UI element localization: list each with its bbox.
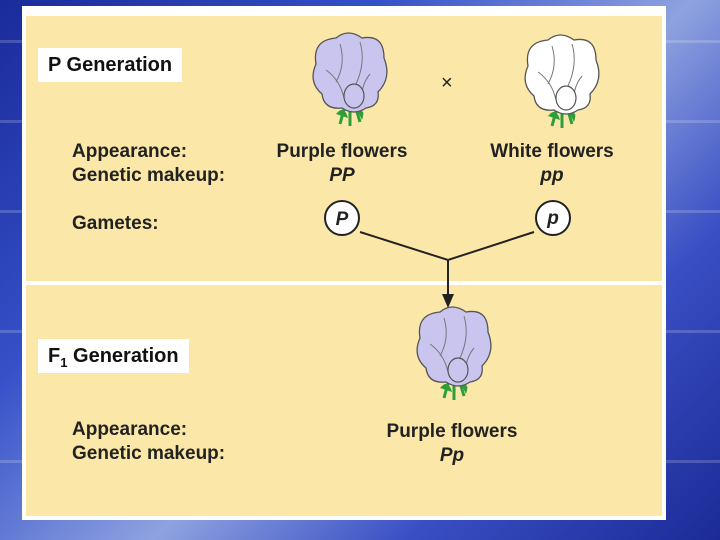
gamete-p-circle [324, 200, 360, 236]
f1-title-main: F [48, 345, 61, 367]
gametes-label: Gametes: [72, 213, 159, 234]
appearance-label: Appearance: [72, 141, 188, 162]
parent2-appearance: White flowers [490, 141, 614, 162]
f1-generation-title: F1 Generation [38, 339, 189, 373]
cross-symbol: × [441, 72, 453, 94]
gamete-p-label: P [336, 209, 349, 230]
purple-flower-icon [311, 31, 389, 128]
p-generation-title: P Generation [38, 48, 183, 82]
gamete-connector-line [359, 231, 535, 262]
gamete-lower-p-circle [535, 200, 571, 236]
diagram-drawing: P p [311, 31, 601, 402]
offspring-purple-flower-icon [415, 305, 493, 402]
parent2-genotype: pp [540, 165, 564, 186]
f1-appearance-label: Appearance: [72, 419, 188, 440]
offspring-appearance: Purple flowers [386, 421, 518, 442]
f1-title-rest: Generation [67, 345, 179, 367]
flower-shape [523, 33, 601, 130]
parent1-appearance: Purple flowers [276, 141, 408, 162]
gamete-lower-p-label: p [546, 208, 559, 229]
slide-frame: P Generation Appearance: Genetic makeup:… [22, 6, 666, 520]
parent1-genotype: PP [329, 165, 355, 186]
flower-shape [415, 305, 493, 402]
f1-genetic-makeup-label: Genetic makeup: [72, 443, 226, 464]
offspring-genotype: Pp [439, 445, 465, 466]
white-flower-icon [523, 33, 601, 130]
f1-generation-panel: F1 Generation Appearance: Genetic makeup… [26, 285, 662, 516]
f1-title-subscript: 1 [60, 355, 68, 370]
arrow-down-icon [442, 294, 454, 308]
genetic-makeup-label: Genetic makeup: [72, 165, 226, 186]
flower-shape [311, 31, 389, 128]
